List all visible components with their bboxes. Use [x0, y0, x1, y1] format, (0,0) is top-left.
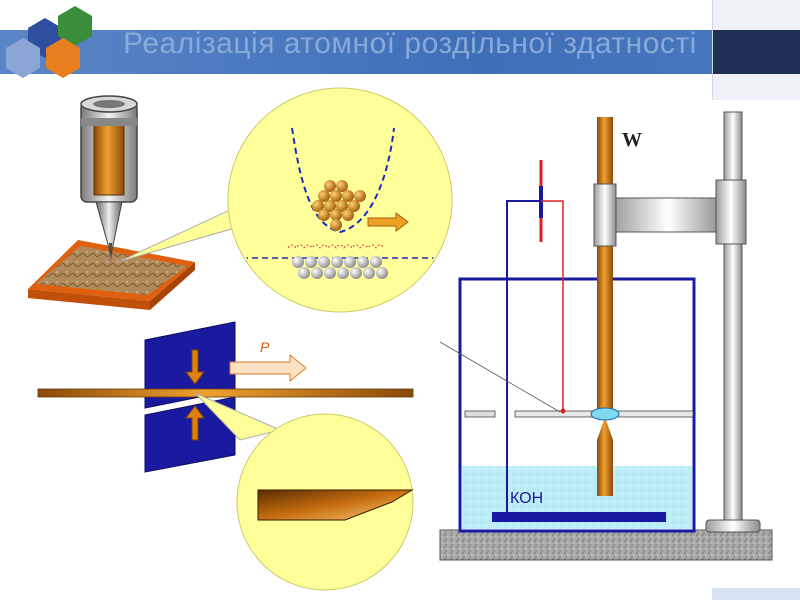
stand-pillar: [723, 111, 743, 527]
stand-arm: [611, 197, 725, 233]
force-down-arrow-icon: [185, 349, 205, 385]
label-koh: КОН: [510, 490, 543, 507]
fractured-wire-tip: [257, 489, 414, 521]
title-band-accent: [712, 0, 800, 100]
wire-clamp: [593, 183, 617, 247]
footer-strip: [712, 588, 800, 600]
electrochemical-cell: W КОН: [439, 111, 773, 561]
hexagon-logo-icon: [6, 6, 92, 78]
movement-arrow-icon: [367, 212, 409, 232]
junction-callout-wedge: [194, 392, 282, 441]
title-band: [0, 30, 800, 74]
sample-surface: [36, 246, 187, 295]
junction-zoom-circle: [236, 413, 414, 591]
pull-arrow-icon: [229, 353, 307, 383]
counter-electrode: [492, 512, 666, 522]
circuit-wire-positive: [541, 200, 564, 411]
probe-tip: [95, 201, 123, 256]
force-up-arrow-icon: [185, 405, 205, 441]
label-w: W: [622, 129, 642, 151]
tungsten-wire: [597, 117, 613, 417]
stand-base: [439, 529, 773, 561]
title-bar: Реалізація атомної роздільної здатності: [0, 0, 800, 100]
label-p: P: [260, 339, 270, 355]
metal-wire: [37, 388, 414, 398]
stm-illustration: [28, 95, 195, 310]
circuit-wire-negative: [506, 200, 541, 512]
slide-title: Реалізація атомної роздільної здатності: [123, 27, 697, 60]
break-junction-illustration: P: [37, 321, 414, 473]
atomic-zoom-circle: [227, 87, 453, 313]
